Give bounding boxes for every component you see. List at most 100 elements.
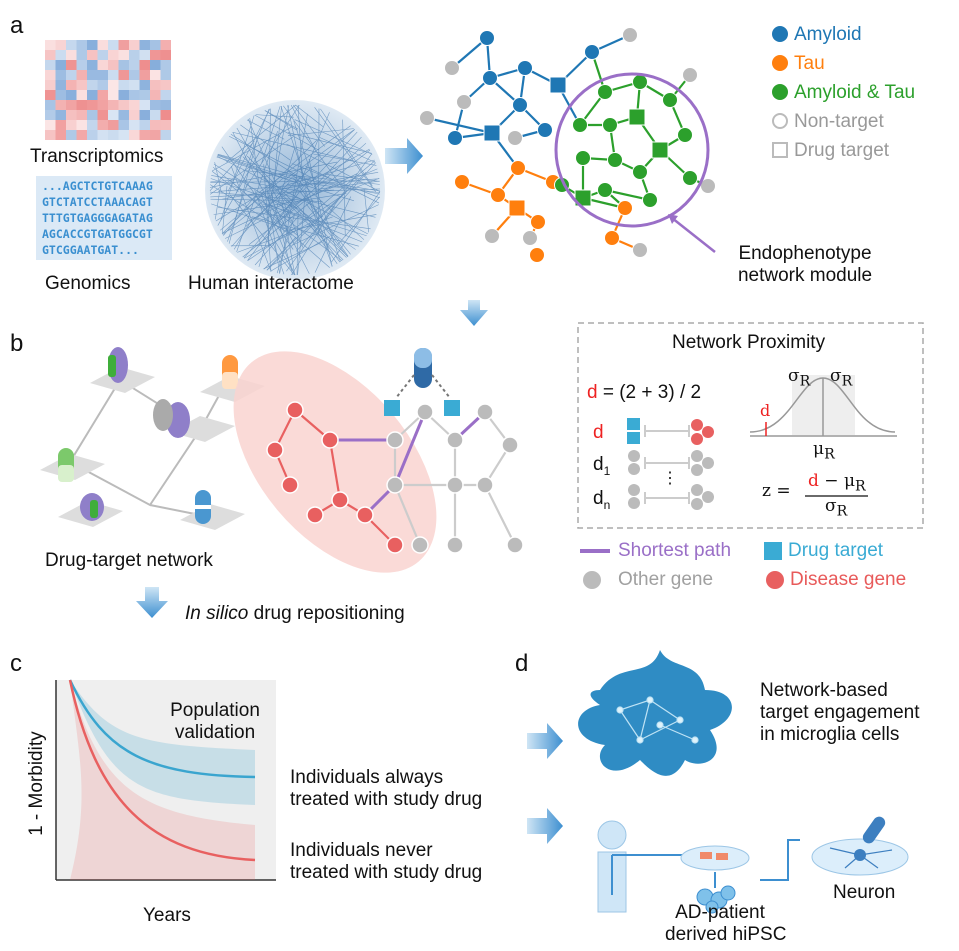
network-proximity-box — [577, 322, 924, 529]
other-gene-node — [446, 476, 464, 494]
heatmap-cell — [87, 80, 98, 90]
gene-node — [632, 74, 648, 90]
other-gene-node — [411, 536, 429, 554]
heatmap-cell — [87, 120, 98, 130]
arrow-right-a — [385, 138, 423, 174]
heatmap-cell — [87, 70, 98, 80]
heatmap-cell — [97, 120, 108, 130]
gene-node — [454, 174, 470, 190]
network-edge — [484, 484, 516, 546]
heatmap-cell — [160, 120, 171, 130]
heatmap-cell — [55, 100, 66, 110]
circle-icon — [772, 84, 788, 100]
sub-r: R — [836, 503, 848, 520]
heatmap-cell — [108, 130, 119, 140]
drug-target-node — [444, 400, 460, 416]
network-edge — [393, 484, 422, 546]
heatmap-cell — [129, 40, 140, 50]
legend-item: Tau — [772, 53, 825, 75]
heatmap-cell — [160, 90, 171, 100]
disease-gene-node — [321, 431, 339, 449]
label-line: treated with study drug — [290, 788, 483, 810]
heatmap-cell — [150, 120, 161, 130]
other-gene-node — [416, 403, 434, 421]
heatmap-cell — [55, 90, 66, 100]
heatmap-cell — [129, 100, 140, 110]
gene-node — [512, 97, 528, 113]
heatmap-cell — [129, 70, 140, 80]
circle-icon — [772, 55, 788, 71]
heatmap-cell — [160, 40, 171, 50]
heatmap-cell — [139, 130, 150, 140]
heatmap-cell — [76, 120, 87, 130]
gene-node — [444, 60, 460, 76]
ellipsis-dots: ⋮ — [662, 470, 678, 487]
heatmap-cell — [45, 70, 56, 80]
petri-dish-hipsc — [680, 839, 800, 914]
heatmap-cell — [108, 110, 119, 120]
heatmap-cell — [160, 130, 171, 140]
heatmap-cell — [139, 50, 150, 60]
other-gene-node — [476, 403, 494, 421]
drug-target-node — [549, 76, 567, 94]
gene-node — [572, 117, 588, 133]
heatmap-cell — [160, 80, 171, 90]
heatmap-cell — [118, 110, 129, 120]
arrow-right-d1 — [527, 723, 563, 759]
heatmap-cell — [118, 120, 129, 130]
legend-label: Amyloid — [794, 24, 862, 45]
heatmap-cell — [55, 60, 66, 70]
heatmap-cell — [55, 120, 66, 130]
gene-node — [479, 30, 495, 46]
heatmap-cell — [150, 130, 161, 140]
other-gene-node — [476, 476, 494, 494]
legend-drug-target: Drug target — [788, 540, 884, 561]
heatmap-cell — [129, 90, 140, 100]
heatmap-cell — [108, 60, 119, 70]
heatmap-cell — [66, 70, 77, 80]
dna-line: TTTGTGAGGGAGATAG — [42, 211, 153, 225]
heatmap-cell — [129, 50, 140, 60]
disease-gene-node — [331, 491, 349, 509]
heatmap-cell — [118, 130, 129, 140]
label-line: Individuals never — [290, 840, 433, 861]
d-marker-label: d — [760, 401, 771, 420]
legend-item: Drug target — [772, 140, 889, 162]
heatmap-cell — [45, 130, 56, 140]
heatmap-cell — [129, 110, 140, 120]
gene-node — [677, 127, 693, 143]
heatmap-cell — [160, 60, 171, 70]
heatmap-cell — [87, 100, 98, 110]
gene-node — [456, 94, 472, 110]
gene-node — [662, 92, 678, 108]
heatmap-cell — [118, 40, 129, 50]
legend-disease-gene: Disease gene — [790, 569, 907, 590]
mu-label: μR — [813, 439, 835, 463]
disease-gene-node — [386, 536, 404, 554]
label-line: in microglia cells — [760, 723, 900, 745]
heatmap-cell — [76, 90, 87, 100]
human-silhouette — [597, 820, 687, 913]
module-label-line: Endophenotype — [738, 243, 872, 264]
panel-label-a: a — [10, 12, 24, 39]
drug-capsule-icon — [58, 448, 74, 482]
heatmap-cell — [108, 70, 119, 80]
inset-line: validation — [174, 721, 256, 743]
legend-label: Non-target — [794, 111, 884, 132]
module-label: Endophenotype network module — [735, 243, 875, 287]
sigma-left: σR — [788, 366, 810, 390]
heatmap-cell — [139, 60, 150, 70]
x-axis-label: Years — [143, 905, 191, 926]
genomics-label: Genomics — [45, 273, 131, 294]
heatmap-cell — [139, 100, 150, 110]
drug-target-node — [651, 141, 669, 159]
drug-target-network-graphic — [40, 347, 265, 530]
gene-node — [584, 44, 600, 60]
heatmap-cell — [55, 130, 66, 140]
heatmap-cell — [45, 100, 56, 110]
network-edge — [328, 439, 342, 501]
gene-node — [597, 84, 613, 100]
drug-binding-arrow — [395, 374, 451, 399]
heatmap-cell — [87, 90, 98, 100]
